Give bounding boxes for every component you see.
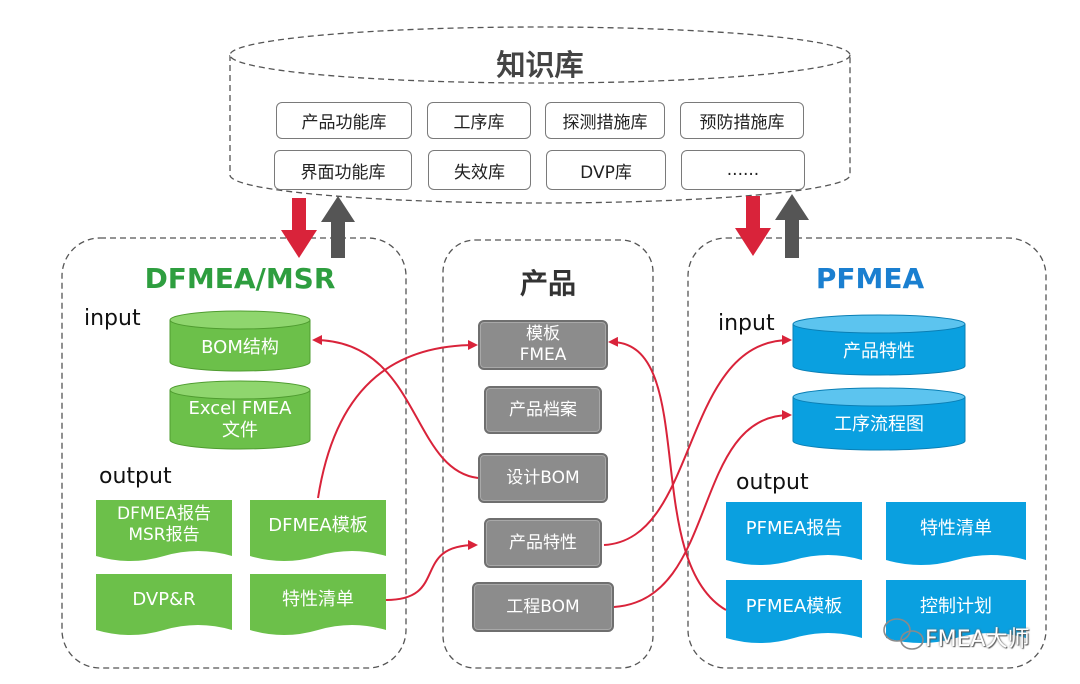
dfmea-up-arrow [321,196,355,258]
connector-char-list-to-product-char [385,540,478,601]
dfmea-output-char-list: 特性清单 [282,588,354,610]
cylinder-process-flow [792,387,966,451]
cylinder-excel-fmea [169,380,311,450]
doc-dfmea-char-list [250,574,386,635]
doc-pfmea-template [726,580,862,643]
pfmea-output-control-plan: 控制计划 [920,595,992,617]
doc-dfmea-template [250,500,386,561]
lib-item-interface-function: 界面功能库 [274,150,412,190]
pfmea-output-char-list: 特性清单 [920,517,992,539]
doc-pfmea-report [726,502,862,565]
dfmea-down-arrow [281,198,317,258]
lib-item-process: 工序库 [427,102,531,139]
dfmea-output-dvpr: DVP&R [132,588,196,610]
pfmea-input-process-flow: 工序流程图 [834,414,924,435]
watermark-text: FMEA大师 [925,627,1030,652]
wechat-icon [883,618,924,650]
lib-item-detection-actions: 探测措施库 [545,102,665,139]
lib-item-more: ...... [681,150,805,190]
connector-pfmea-template-to-template-fmea [608,336,727,611]
dfmea-output-label: output [99,464,172,489]
doc-pfmea-char-list [886,502,1026,565]
dfmea-input-label: input [84,306,141,331]
product-title: 产品 [519,267,576,300]
pfmea-container [687,237,1047,669]
lib-item-dvp: DVP库 [546,150,666,190]
cylinder-product-char [792,314,966,376]
product-design-bom: 设计BOM [478,453,608,503]
dfmea-container [61,237,407,669]
pfmea-input-product-char: 产品特性 [843,341,915,362]
product-characteristics: 产品特性 [484,518,602,568]
connector-design-bom-to-bom-structure [312,335,479,479]
dfmea-title: DFMEA/MSR [144,262,336,295]
lib-item-prevention-actions: 预防措施库 [680,102,804,139]
pfmea-output-template: PFMEA模板 [745,595,843,617]
pfmea-input-label: input [718,311,775,336]
dfmea-output-template: DFMEA模板 [268,514,368,536]
cylinder-bom-structure [169,310,311,372]
knowledge-base-title: 知识库 [496,48,584,82]
pfmea-output-report: PFMEA报告 [745,517,843,539]
connector-engineering-bom-to-process-flow [613,410,792,608]
doc-dfmea-report [96,500,232,561]
product-template-fmea: 模板 FMEA [478,320,608,370]
product-archive: 产品档案 [484,386,602,434]
lib-item-product-function: 产品功能库 [276,102,412,139]
pfmea-output-label: output [736,470,809,495]
doc-control-plan [886,580,1026,643]
pfmea-up-arrow [775,194,809,258]
connector-product-char-to-pfmea-input [603,335,792,546]
pfmea-title: PFMEA [815,262,925,295]
doc-dvpr [96,574,232,635]
product-container [442,239,654,669]
connector-dfmea-template-to-template-fmea [317,340,478,499]
dfmea-input-bom-structure: BOM结构 [201,337,279,358]
dfmea-output-report: DFMEA报告 MSR报告 [117,504,211,545]
pfmea-down-arrow [735,196,771,256]
dfmea-input-excel-fmea: Excel FMEA 文件 [188,398,292,441]
lib-item-failure: 失效库 [428,150,531,190]
product-engineering-bom: 工程BOM [472,582,614,632]
